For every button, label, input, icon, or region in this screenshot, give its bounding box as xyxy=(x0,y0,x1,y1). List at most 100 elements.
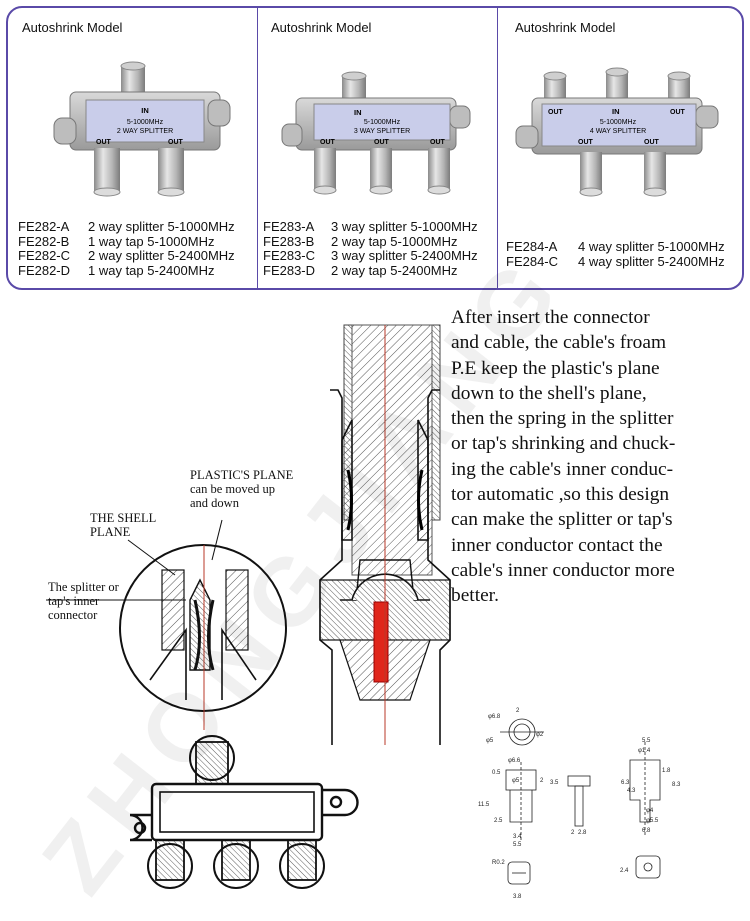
label-freq: 5-1000MHz xyxy=(364,119,401,126)
dim-label: 8.3 xyxy=(672,782,681,788)
description-line: inner conductor contact the xyxy=(451,534,663,556)
model-code: FE283-A xyxy=(263,219,315,234)
model-code: FE283-B xyxy=(263,233,315,249)
shell-plane-label: THE SHELL PLANE xyxy=(90,511,156,539)
dim-label: φ5 xyxy=(486,738,494,744)
model-row: FE284-A 4 way splitter 5-1000MHz xyxy=(506,239,725,255)
dim-label: R0.2 xyxy=(492,860,505,866)
model-desc: 2 way splitter 5-1000MHz xyxy=(88,219,235,234)
label-out-tl: OUT xyxy=(548,109,564,116)
column-4way: Autoshrink Model OUT IN OUT 5-1000MHz 4 … xyxy=(497,8,742,288)
description-line: can make the splitter or tap's xyxy=(451,509,673,531)
column-title: Autoshrink Model xyxy=(515,20,616,35)
label-out-left: OUT xyxy=(320,139,336,146)
label-out-tr: OUT xyxy=(670,109,686,116)
model-desc: 4 way splitter 5-2400MHz xyxy=(578,253,725,269)
model-code: FE284-A xyxy=(506,239,558,254)
dim-label: 5.5 xyxy=(513,842,522,848)
dim-label: φ2 xyxy=(536,732,544,738)
dim-label: 3.8 xyxy=(513,894,522,900)
dim-label: 1.8 xyxy=(662,768,671,774)
column-title: Autoshrink Model xyxy=(271,20,372,35)
model-code: FE283-D xyxy=(263,262,316,278)
dim-label: 3.5 xyxy=(550,780,559,786)
dim-label: 11.5 xyxy=(478,802,490,808)
model-row: FE282-B 1 way tap 5-1000MHz xyxy=(18,233,235,250)
dim-label: 2 xyxy=(516,708,520,714)
model-row: FE282-C 2 way splitter 5-2400MHz xyxy=(18,248,235,264)
shell-plane-line-2: PLANE xyxy=(90,525,131,539)
dim-label: 2 xyxy=(571,830,575,836)
dim-label: 2.5 xyxy=(494,818,503,824)
label-out-br: OUT xyxy=(644,139,660,146)
label-type: 3 WAY SPLITTER xyxy=(354,128,410,135)
description-line: ing the cable's inner conduc- xyxy=(451,458,674,480)
splitter-outline xyxy=(129,735,359,889)
description-line: After insert the connector xyxy=(451,307,650,328)
dim-label: φ1.4 xyxy=(638,748,651,754)
model-row: FE284-C 4 way splitter 5-2400MHz xyxy=(506,253,725,270)
plastic-plane-line-1: PLASTIC'S PLANE xyxy=(190,468,294,482)
model-desc: 2 way splitter 5-2400MHz xyxy=(88,248,235,264)
label-freq: 5-1000MHz xyxy=(600,119,637,126)
model-desc: 3 way splitter 5-2400MHz xyxy=(331,248,478,264)
label-out-right: OUT xyxy=(168,139,184,146)
dim-label: 4.3 xyxy=(627,788,636,794)
dimension-drawings: φ6.8 2 φ5 φ2 φ6.6 0.5 φ5 2 3.5 11.5 2.5 … xyxy=(478,708,681,900)
model-row: FE283-C 3 way splitter 5-2400MHz xyxy=(263,248,478,264)
model-row: FE283-A 3 way splitter 5-1000MHz xyxy=(263,219,478,235)
label-out-left: OUT xyxy=(96,139,112,146)
label-type: 4 WAY SPLITTER xyxy=(590,128,646,135)
label-out-bl: OUT xyxy=(578,139,594,146)
dim-label: φ4 xyxy=(646,808,654,814)
inner-connector-line-1: The splitter or xyxy=(48,580,119,594)
shell-plane-line-1: THE SHELL xyxy=(90,511,157,525)
description-line: P.E keep the plastic's plane xyxy=(451,357,660,379)
label-out-mid: OUT xyxy=(374,139,390,146)
plastic-plane-line-3: and down xyxy=(190,496,239,510)
column-2way: Autoshrink Model IN 5-1000MHz 2 WAY SPLI… xyxy=(8,8,257,288)
model-row: FE283-D 2 way tap 5-2400MHz xyxy=(263,262,478,279)
description-line: or tap's shrinking and chuck- xyxy=(451,433,676,455)
description-line: better. xyxy=(451,585,499,607)
dim-label: φ6.6 xyxy=(508,758,521,764)
product-panel: Autoshrink Model IN 5-1000MHz 2 WAY SPLI… xyxy=(6,6,744,290)
description-line: then the spring in the splitter xyxy=(451,408,674,430)
model-code: FE283-C xyxy=(263,248,316,264)
label-in: IN xyxy=(612,107,620,116)
model-list: FE284-A 4 way splitter 5-1000MHz FE284-C 4… xyxy=(506,239,725,270)
splitter-4way-photo: OUT IN OUT 5-1000MHz 4 WAY SPLITTER OUT … xyxy=(515,67,719,197)
plastic-plane-label: PLASTIC'S PLANE can be moved up and down xyxy=(190,468,293,510)
model-desc: 4 way splitter 5-1000MHz xyxy=(578,239,725,254)
model-code: FE282-B xyxy=(18,233,70,249)
inner-connector-line-2: tap's inner xyxy=(48,594,100,608)
model-code: FE282-C xyxy=(18,248,71,264)
model-desc: 2 way tap 5-2400MHz xyxy=(331,262,458,278)
dim-label: φ5.5 xyxy=(646,818,659,824)
connector-cross-section xyxy=(319,324,451,745)
dim-label: φ5 xyxy=(512,778,520,784)
column-title: Autoshrink Model xyxy=(22,20,123,35)
dim-label: 2.8 xyxy=(578,830,587,836)
description-line: down to the shell's plane, xyxy=(451,382,647,404)
splitter-3way-photo: IN 5-1000MHz 3 WAY SPLITTER OUT OUT OUT xyxy=(281,71,471,195)
plastic-plane-line-2: can be moved up xyxy=(190,482,276,496)
dim-label: 5.5 xyxy=(642,738,651,744)
description-line: tor automatic ,so this design xyxy=(451,484,670,506)
dim-label: 6.8 xyxy=(642,828,651,834)
model-list: FE282-A 2 way splitter 5-1000MHz FE282-B 1… xyxy=(18,219,235,279)
description-line: and cable, the cable's froam xyxy=(451,332,667,354)
dim-label: 0.5 xyxy=(492,770,501,776)
dim-label: 2.4 xyxy=(620,868,629,874)
inner-connector-label: The splitter or tap's inner connector xyxy=(48,580,119,622)
model-desc: 3 way splitter 5-1000MHz xyxy=(331,219,478,234)
model-code: FE282-A xyxy=(18,219,70,234)
model-desc: 1 way tap 5-2400MHz xyxy=(88,262,215,278)
dim-label: 6.3 xyxy=(621,780,630,786)
model-code: FE284-C xyxy=(506,253,559,269)
description-paragraph: After insert the connector and cable, th… xyxy=(451,305,746,609)
model-desc: 1 way tap 5-1000MHz xyxy=(88,233,215,249)
